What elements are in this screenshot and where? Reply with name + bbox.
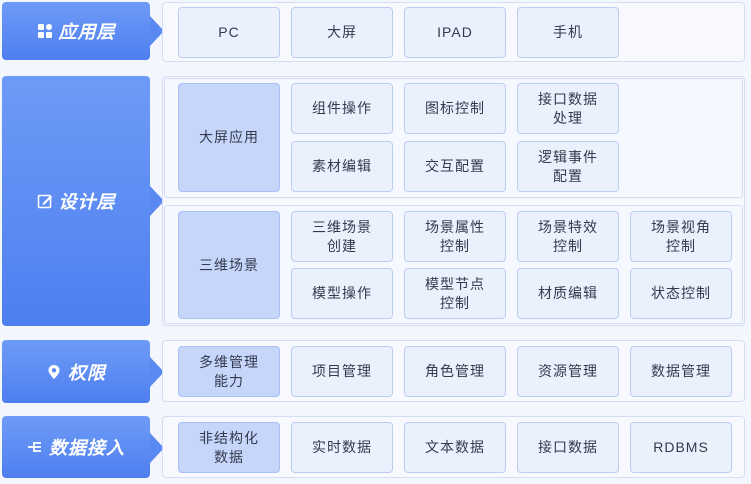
design-item: 三维场景 创建 — [291, 211, 393, 262]
design-item: 接口数据 处理 — [517, 83, 619, 134]
design-item: 交互配置 — [404, 141, 506, 192]
app-item-bigscreen: 大屏 — [291, 7, 393, 58]
design-item: 模型节点 控制 — [404, 268, 506, 319]
layer-label-design: 设计层 — [2, 76, 150, 326]
layer-label-text: 数据接入 — [49, 438, 125, 458]
location-pin-icon — [46, 364, 62, 380]
data-access-item: 实时数据 — [291, 422, 393, 473]
apps-grid-icon — [37, 23, 53, 39]
layer-label-text: 权限 — [68, 362, 106, 383]
layer-arrow — [150, 16, 164, 46]
design-group-title: 大屏应用 — [178, 83, 280, 192]
layer-label-text: 设计层 — [58, 192, 116, 212]
design-item: 状态控制 — [630, 268, 732, 319]
app-item-pc: PC — [178, 7, 280, 58]
design-item: 场景特效 控制 — [517, 211, 619, 262]
layer-label-permission: 权限 — [2, 340, 150, 403]
permission-item-primary: 多维管理 能力 — [178, 346, 280, 397]
design-item: 组件操作 — [291, 83, 393, 134]
edit-icon — [37, 193, 53, 209]
data-access-item: 文本数据 — [404, 422, 506, 473]
design-item: 逻辑事件 配置 — [517, 141, 619, 192]
data-access-item: RDBMS — [630, 422, 732, 473]
layer-arrow — [150, 357, 164, 387]
permission-item: 资源管理 — [517, 346, 619, 397]
design-item: 材质编辑 — [517, 268, 619, 319]
data-access-item-primary: 非结构化 数据 — [178, 422, 280, 473]
design-item: 场景视角 控制 — [630, 211, 732, 262]
permission-item: 角色管理 — [404, 346, 506, 397]
design-item: 图标控制 — [404, 83, 506, 134]
permission-item: 数据管理 — [630, 346, 732, 397]
design-item: 素材编辑 — [291, 141, 393, 192]
data-access-item: 接口数据 — [517, 422, 619, 473]
layer-arrow — [150, 186, 164, 216]
app-item-ipad: IPAD — [404, 7, 506, 58]
connector-icon — [27, 439, 43, 455]
app-item-phone: 手机 — [517, 7, 619, 58]
permission-item: 项目管理 — [291, 346, 393, 397]
design-item: 模型操作 — [291, 268, 393, 319]
layer-label-data-access: 数据接入 — [2, 416, 150, 478]
layer-label-application: 应用层 — [2, 2, 150, 60]
design-item: 场景属性 控制 — [404, 211, 506, 262]
design-group-title: 三维场景 — [178, 211, 280, 319]
layer-label-text: 应用层 — [58, 22, 116, 42]
layer-arrow — [150, 433, 164, 463]
